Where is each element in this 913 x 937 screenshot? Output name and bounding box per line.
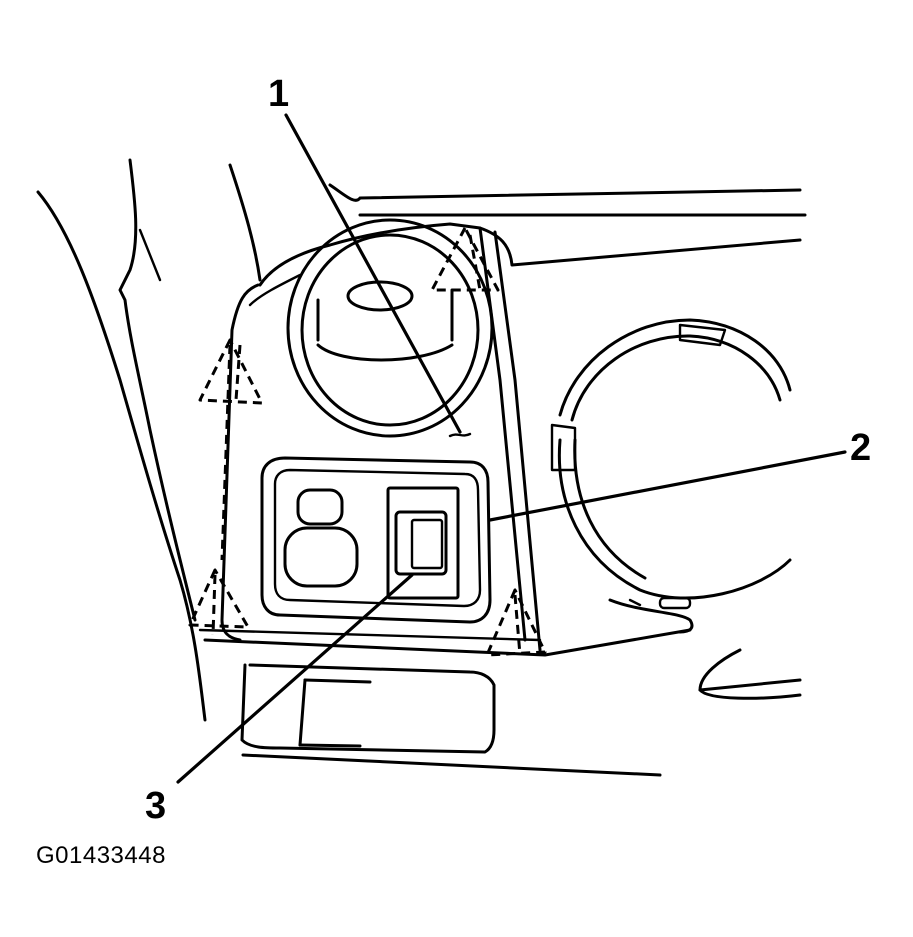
leader-line-1	[284, 113, 462, 434]
lower-panel	[240, 663, 662, 777]
console-right-edge	[698, 648, 802, 700]
callout-1: 1	[268, 73, 289, 115]
callout-2: 2	[850, 427, 871, 469]
callout-3: 3	[145, 785, 166, 827]
switch-button	[394, 510, 448, 576]
console-top-surface	[248, 183, 807, 307]
release-arrows	[188, 226, 547, 657]
switch-bezel	[260, 456, 492, 624]
figure-id-label: G01433448	[36, 842, 166, 869]
seat-side-outline	[36, 158, 262, 722]
leader-line-2	[488, 450, 847, 522]
cup-holder	[286, 218, 494, 438]
front-cup-holder	[550, 318, 792, 634]
bezel-outline	[198, 226, 692, 657]
leader-line-3	[176, 573, 414, 784]
